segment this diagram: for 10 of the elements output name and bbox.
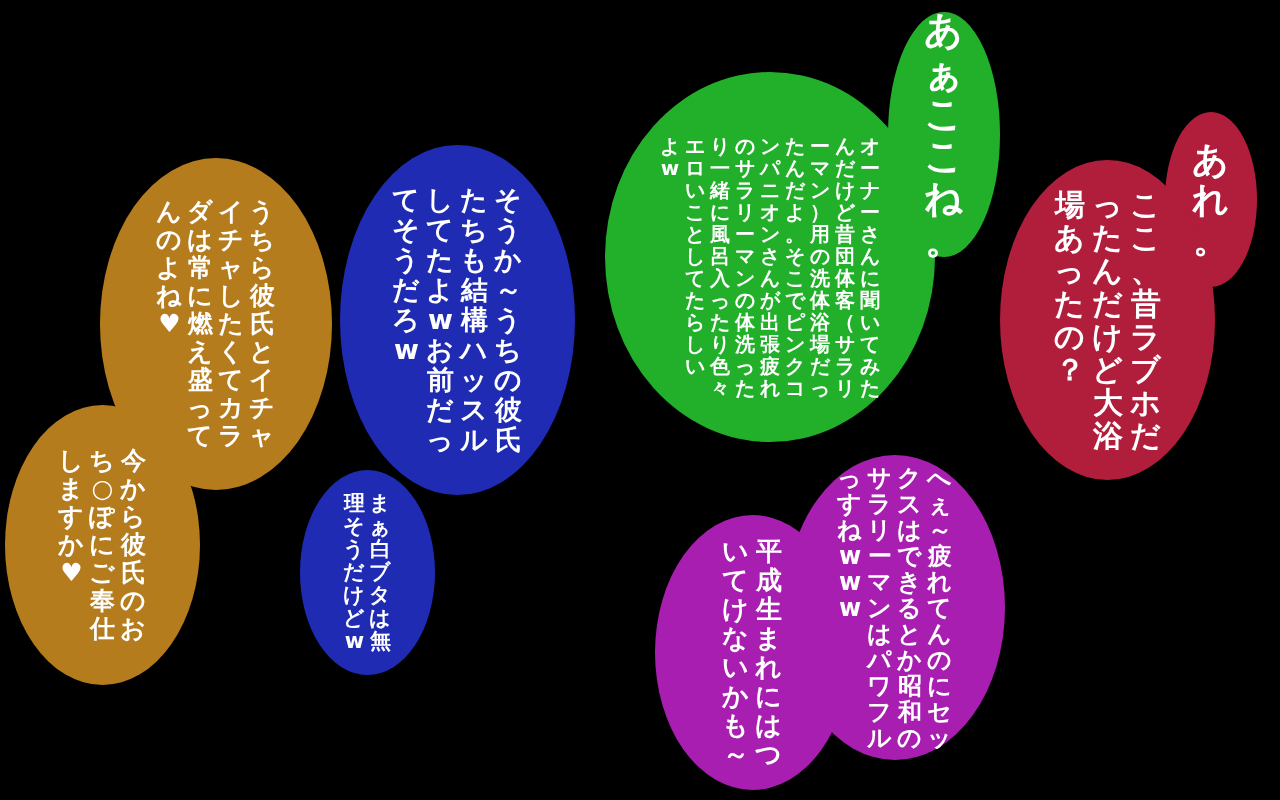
speech-text: へぇ～疲れてんのにセックスはできるとか昭和のサラリーマンはパワフルっすねwww [838,464,952,751]
speech-text: あぁここね。 [925,8,963,261]
speech-text: ここ、昔ラブホだったんだけど大浴場あったの？ [1054,188,1161,452]
speech-text: うちら彼氏とイチャイチャしたくてカラダは常に燃え盛ってんのよね♥ [157,198,275,450]
speech-text: 平成生まれにはついてけないかも～ [723,536,782,769]
speech-text: オーナーさんに聞いてみたんだけど昔団体客（サラリーマン）用の洗体浴場だったんだよ。そこでピンクコンパニオンさんが出張疲れのサラリーマンの体洗ったり一緒に風呂入ったり色々エロいことしてたらしいよw [660,135,880,399]
speech-text: 今から彼氏のおち○ぽにご奉仕しますか♥ [59,447,146,643]
speech-text: そうか～うちの彼氏たちも結構ハッスルしてたよwお前だってそうだろw [393,185,522,455]
speech-text: まぁ白ブタは無理そうだけどw [344,492,391,653]
speech-text: あれ。 [1193,139,1229,260]
